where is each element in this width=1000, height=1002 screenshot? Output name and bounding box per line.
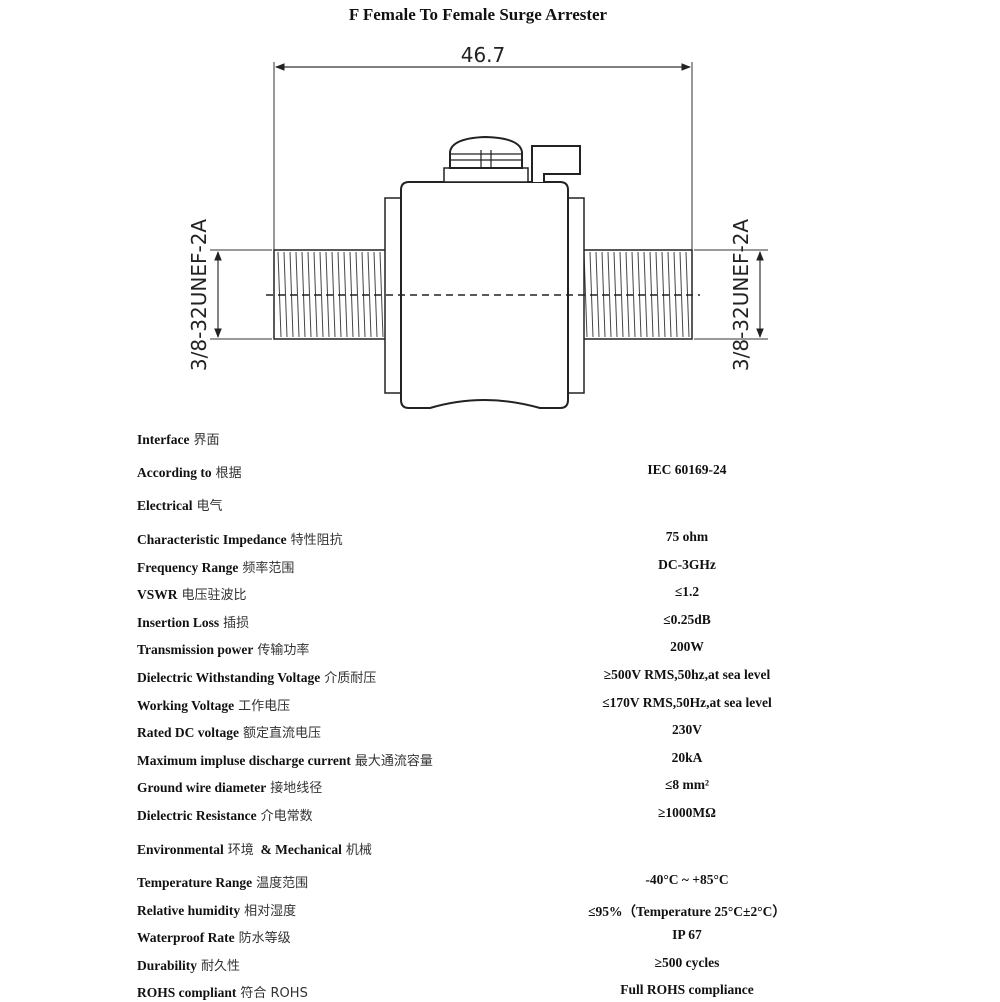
left-thread-label: 3/8-32UNEF-2A bbox=[187, 219, 211, 372]
left-thread-dimension: 3/8-32UNEF-2A bbox=[187, 219, 272, 372]
ground-lug bbox=[531, 145, 581, 182]
page-title: F Female To Female Surge Arrester bbox=[348, 5, 608, 24]
right-thread-label: 3/8-32UNEF-2A bbox=[729, 219, 753, 372]
length-dimension: 46.7 bbox=[273, 43, 693, 250]
right-thread-dimension: 3/8-32UNEF-2A bbox=[694, 219, 768, 372]
ground-screw bbox=[443, 135, 529, 183]
length-label: 46.7 bbox=[461, 43, 506, 67]
technical-drawing: 46.7 3/8-32UNEF-2A 3/8-32UNEF-2A bbox=[187, 43, 768, 409]
